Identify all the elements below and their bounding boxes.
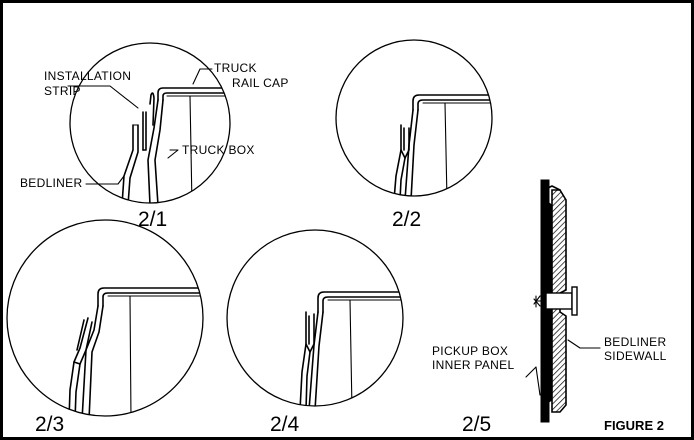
- panel-2-3-drawing: [68, 287, 203, 416]
- detail-circle: [6, 219, 204, 417]
- panel-2-1: TRUCK RAIL CAP INSTALLATION STRIP TRUCK …: [20, 42, 289, 231]
- installation-strip-label-line2: STRIP: [44, 84, 81, 98]
- panel-2-2-drawing: [393, 94, 492, 196]
- detail-circle: [226, 229, 404, 407]
- pickup-box-label-line2: INNER PANEL: [432, 358, 514, 372]
- panel-2-2: 2/2: [335, 39, 493, 231]
- panel-2-3: 2/3: [6, 219, 204, 436]
- panel-2-4-drawing: [299, 291, 403, 406]
- pickup-box-label: PICKUP BOX: [432, 344, 508, 358]
- panel-label-2-1: 2/1: [138, 208, 167, 231]
- panel-label-2-4: 2/4: [270, 413, 300, 436]
- truck-box-label: TRUCK BOX: [182, 143, 255, 157]
- truck-rail-cap-label: TRUCK: [214, 61, 257, 75]
- bedliner-sidewall-label-line2: SIDEWALL: [604, 349, 667, 363]
- panel-label-2-2: 2/2: [392, 208, 421, 231]
- installation-strip-label: INSTALLATION: [44, 69, 131, 83]
- detail-circle: [335, 39, 493, 197]
- bedliner-sidewall-label: BEDLINER: [604, 335, 666, 349]
- fastener: [545, 292, 573, 310]
- figure-caption: FIGURE 2: [604, 418, 664, 433]
- panel-label-2-5: 2/5: [462, 413, 491, 436]
- panel-label-2-3: 2/3: [35, 413, 64, 436]
- panel-2-5: PICKUP BOX INNER PANEL BEDLINER SIDEWALL…: [432, 179, 667, 436]
- bedliner-label: BEDLINER: [20, 176, 82, 190]
- detail-circle: [69, 42, 231, 204]
- panel-2-1-drawing: [121, 87, 230, 203]
- panel-2-4: 2/4: [226, 229, 404, 436]
- truck-rail-cap-label-line2: RAIL CAP: [232, 76, 289, 90]
